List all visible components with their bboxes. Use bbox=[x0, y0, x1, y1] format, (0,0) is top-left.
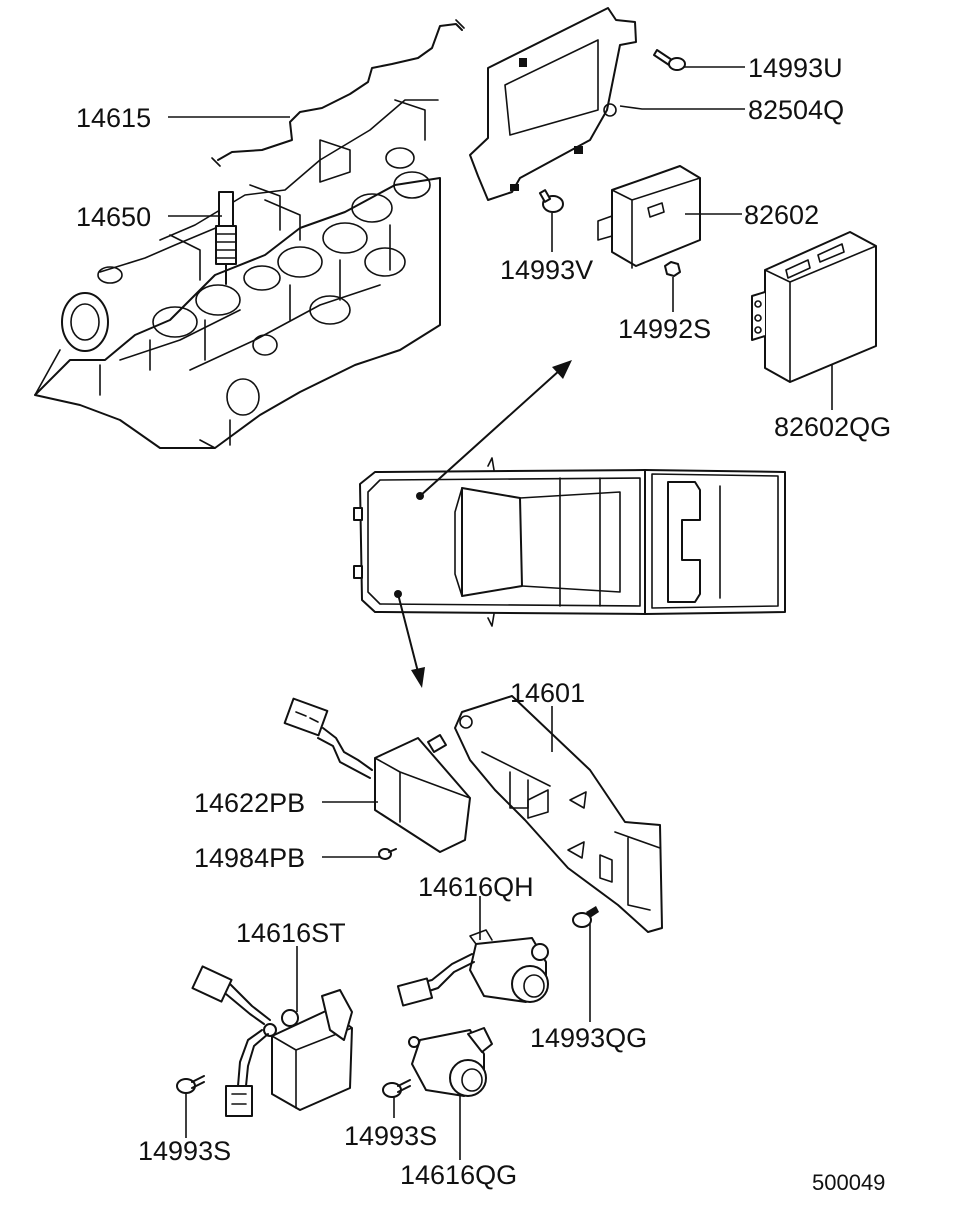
label-14650: 14650 bbox=[76, 202, 151, 232]
relay-14622pb bbox=[374, 734, 471, 853]
cylinder-bores bbox=[97, 147, 431, 416]
switch-14616qh-harness bbox=[396, 953, 475, 1007]
cylinder-head-illustration bbox=[34, 99, 441, 449]
switch-14616qg bbox=[408, 1027, 493, 1097]
label-14616qg: 14616QG bbox=[400, 1160, 517, 1190]
nut-14992s bbox=[664, 261, 681, 277]
relay-14622pb-harness bbox=[283, 697, 373, 779]
relay-14616st-harness bbox=[191, 965, 271, 1117]
control-unit-82602qg bbox=[751, 231, 877, 383]
label-14993v: 14993V bbox=[500, 255, 593, 285]
screw-14993qg bbox=[572, 906, 599, 928]
vehicle-top-view bbox=[353, 457, 786, 627]
glow-plug-connector-wire bbox=[217, 23, 463, 161]
label-14622pb: 14622PB bbox=[194, 788, 305, 818]
control-unit-82602 bbox=[597, 165, 701, 269]
label-14616st: 14616ST bbox=[236, 918, 346, 948]
screw-14993v bbox=[538, 189, 564, 213]
label-14601: 14601 bbox=[510, 678, 585, 708]
relay-14616st bbox=[263, 989, 353, 1111]
bracket-screws bbox=[510, 58, 583, 191]
label-14993qg: 14993QG bbox=[530, 1023, 647, 1053]
label-14993s-left: 14993S bbox=[138, 1136, 231, 1166]
label-82504q: 82504Q bbox=[748, 95, 844, 125]
part-number-labels: 14615 14650 14993U 82504Q 82602 14993V 1… bbox=[76, 53, 891, 1195]
label-14993s-middle: 14993S bbox=[344, 1121, 437, 1151]
label-82602qg: 82602QG bbox=[774, 412, 891, 442]
location-arrow-lower bbox=[394, 590, 425, 688]
label-14993u: 14993U bbox=[748, 53, 843, 83]
reference-code: 500049 bbox=[812, 1170, 885, 1195]
label-14984pb: 14984PB bbox=[194, 843, 305, 873]
label-14992s: 14992S bbox=[618, 314, 711, 344]
screw-14984pb bbox=[378, 848, 397, 860]
relay-bracket-14601 bbox=[454, 695, 663, 933]
label-14615: 14615 bbox=[76, 103, 151, 133]
screw-14993s-left bbox=[176, 1075, 205, 1094]
screw-14993u bbox=[653, 49, 686, 71]
leader-lines bbox=[168, 66, 833, 1160]
label-14616qh: 14616QH bbox=[418, 872, 534, 902]
location-arrow-upper bbox=[416, 360, 572, 500]
control-unit-bracket bbox=[469, 7, 637, 201]
switch-14616qh bbox=[469, 929, 549, 1003]
glow-plug bbox=[215, 191, 237, 285]
label-82602: 82602 bbox=[744, 200, 819, 230]
screw-14993s-middle bbox=[382, 1079, 411, 1098]
